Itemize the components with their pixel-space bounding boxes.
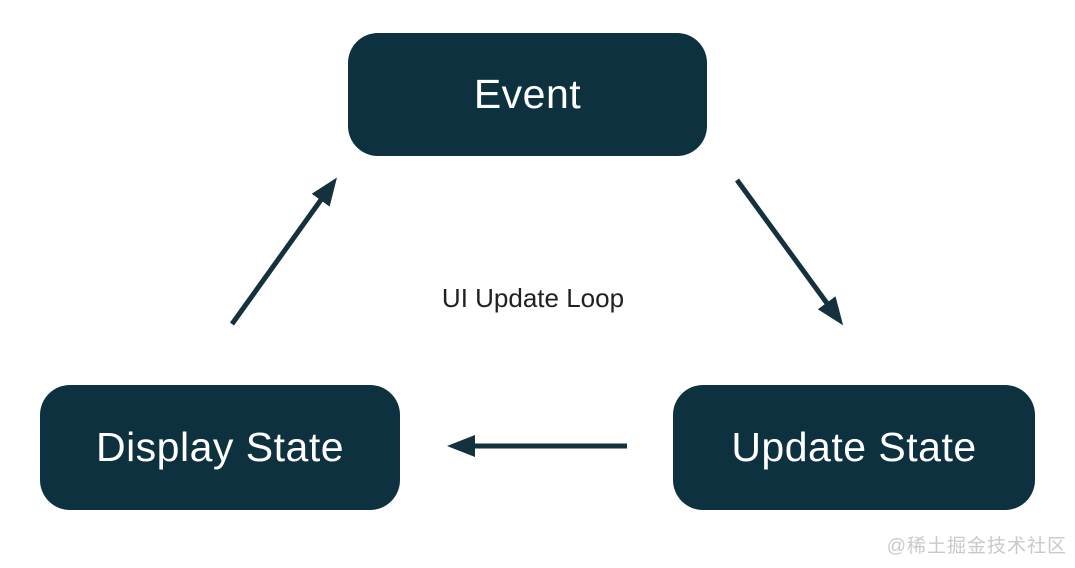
arrow-event-to-update [734, 178, 844, 326]
watermark: @稀土掘金技术社区 [886, 536, 1067, 557]
node-event: Event [348, 33, 707, 156]
node-update-state-label: Update State [731, 424, 977, 470]
arrow-display-to-event [229, 177, 337, 326]
node-display-state-label: Display State [95, 424, 345, 470]
node-event-label: Event [473, 71, 582, 117]
diagram-title: UI Update Loop [441, 283, 625, 313]
node-update-state: Update State [673, 385, 1035, 510]
node-display-state: Display State [40, 385, 400, 510]
